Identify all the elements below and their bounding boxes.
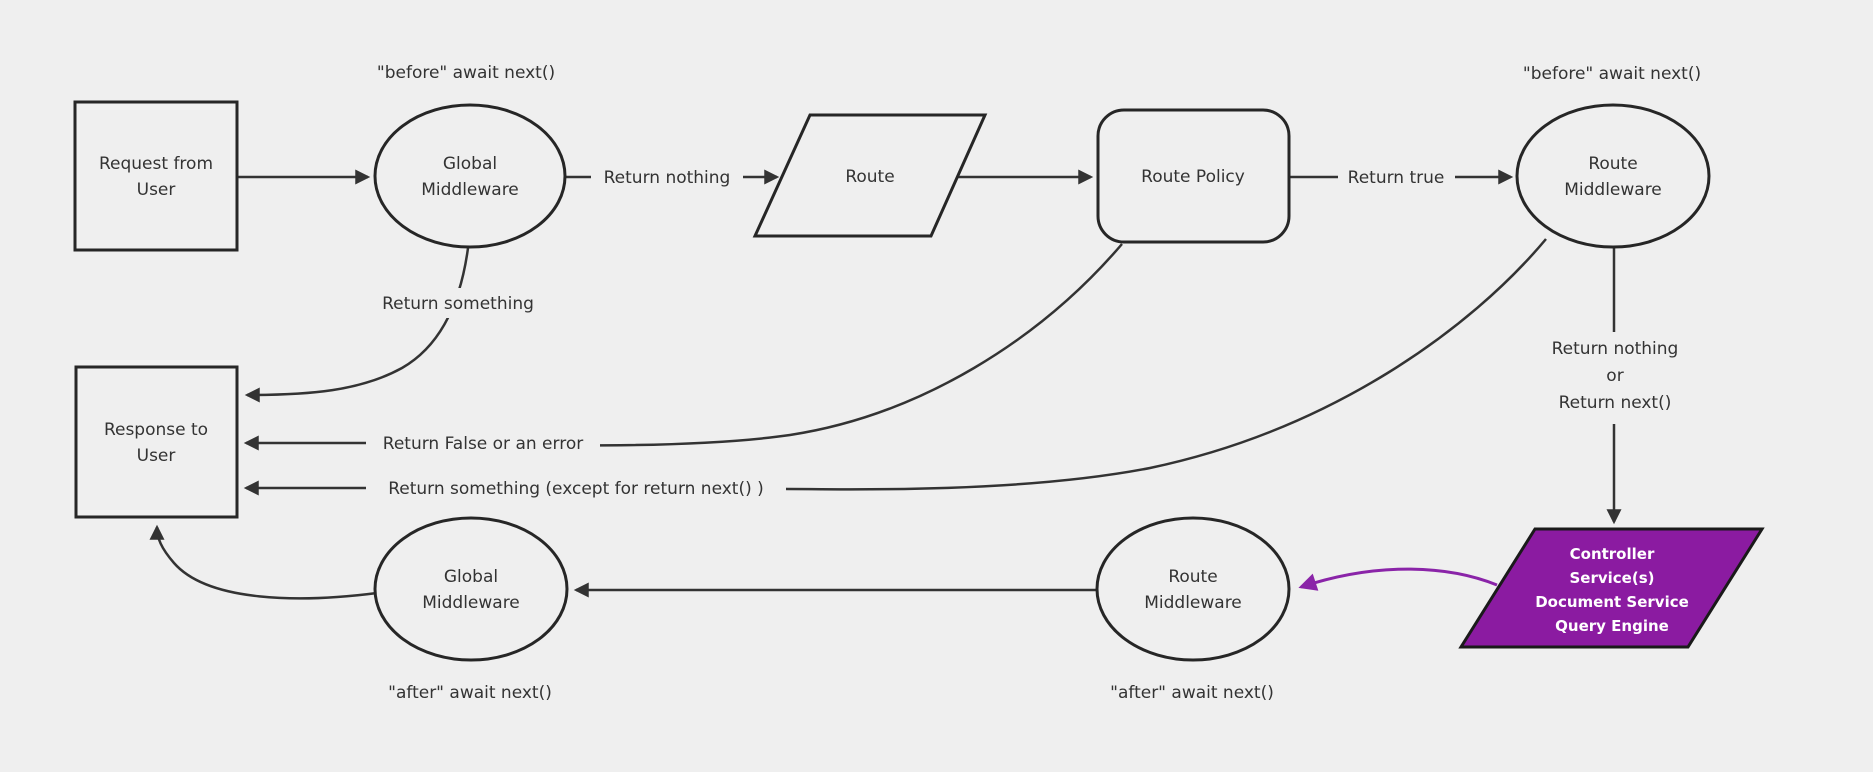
edge-label-bg xyxy=(369,288,547,318)
edge-label-bg xyxy=(366,428,600,458)
edge-global-middleware-bottom-to-response xyxy=(149,524,378,600)
edge-label-bg xyxy=(1536,332,1694,424)
node-label-line1: Route xyxy=(1168,567,1217,587)
edge-label-text-line2: or xyxy=(1606,366,1623,386)
edge-label-text: Return something (except for return next… xyxy=(388,479,764,499)
node-label-line1: Route xyxy=(1588,154,1637,174)
route-middleware-bottom-shape xyxy=(1095,516,1291,662)
controller-services-shape xyxy=(1458,527,1765,649)
global-middleware-bottom-shape xyxy=(373,516,569,662)
edge-route-middleware-to-response xyxy=(243,238,1547,496)
edge-global-middleware-to-response xyxy=(244,247,470,403)
annotation-after-await-next-left: "after" await next() xyxy=(388,683,552,703)
edge-label-return-nothing: Return nothing xyxy=(591,162,743,192)
node-route-middleware-top: Route Middleware xyxy=(1515,103,1711,249)
edge-label-text-line1: Return nothing xyxy=(1552,339,1679,359)
route-shape xyxy=(752,113,988,238)
edge-label-bg xyxy=(591,162,743,192)
node-label: Route Policy xyxy=(1141,167,1245,187)
response-to-user-shape xyxy=(74,365,239,519)
node-label-line4: Query Engine xyxy=(1555,617,1669,635)
edge-label-return-false: Return False or an error xyxy=(366,428,600,458)
node-label-line2: Middleware xyxy=(421,180,519,200)
node-controller-services: Controller Service(s) Document Service Q… xyxy=(1458,527,1765,649)
node-route-middleware-bottom: Route Middleware xyxy=(1095,516,1291,662)
node-route-policy: Route Policy xyxy=(1096,108,1291,244)
node-label-line2: Middleware xyxy=(1144,593,1242,613)
node-label-line1: Global xyxy=(444,567,498,587)
annotation-after-await-next-right: "after" await next() xyxy=(1110,683,1274,703)
edge-label-bg xyxy=(1338,162,1455,192)
edge-label-return-true: Return true xyxy=(1338,162,1455,192)
node-label-line1: Global xyxy=(443,154,497,174)
node-response-to-user: Response to User xyxy=(74,365,239,519)
node-label-line1: Request from xyxy=(99,154,213,174)
edge-label-text: Return true xyxy=(1348,168,1445,188)
route-policy-shape xyxy=(1096,108,1291,244)
global-middleware-top-shape xyxy=(373,103,567,249)
node-label: Route xyxy=(845,167,894,187)
edge-label-return-something: Return something xyxy=(369,288,547,318)
edge-label-return-nothing-or-next: Return nothing or Return next() xyxy=(1536,332,1694,424)
edge-label-text: Return something xyxy=(382,294,534,314)
edge-label-text-line3: Return next() xyxy=(1559,393,1672,413)
node-label-line2: Middleware xyxy=(422,593,520,613)
node-label-line1: Controller xyxy=(1570,545,1655,563)
node-label-line2: Middleware xyxy=(1564,180,1662,200)
node-global-middleware-bottom: Global Middleware xyxy=(373,516,569,662)
node-global-middleware-top: Global Middleware xyxy=(373,103,567,249)
annotation-before-await-next-right: "before" await next() xyxy=(1523,64,1701,84)
node-request-from-user: Request from User xyxy=(73,100,239,252)
node-label-line1: Response to xyxy=(104,420,208,440)
node-label-line2: Service(s) xyxy=(1570,569,1655,587)
edge-label-return-something-except: Return something (except for return next… xyxy=(366,473,786,503)
annotation-before-await-next-left: "before" await next() xyxy=(377,63,555,83)
node-label-line2: User xyxy=(137,446,176,466)
route-middleware-top-shape xyxy=(1515,103,1711,249)
node-label-line2: User xyxy=(137,180,176,200)
edge-label-text: Return nothing xyxy=(604,168,731,188)
edge-route-policy-to-response xyxy=(243,243,1123,451)
edge-label-bg xyxy=(366,473,786,503)
node-label-line3: Document Service xyxy=(1535,593,1689,611)
request-from-user-shape xyxy=(73,100,239,252)
edge-controller-to-route-middleware-bottom xyxy=(1298,567,1498,591)
node-route: Route xyxy=(752,113,988,238)
edge-label-text: Return False or an error xyxy=(383,434,583,454)
